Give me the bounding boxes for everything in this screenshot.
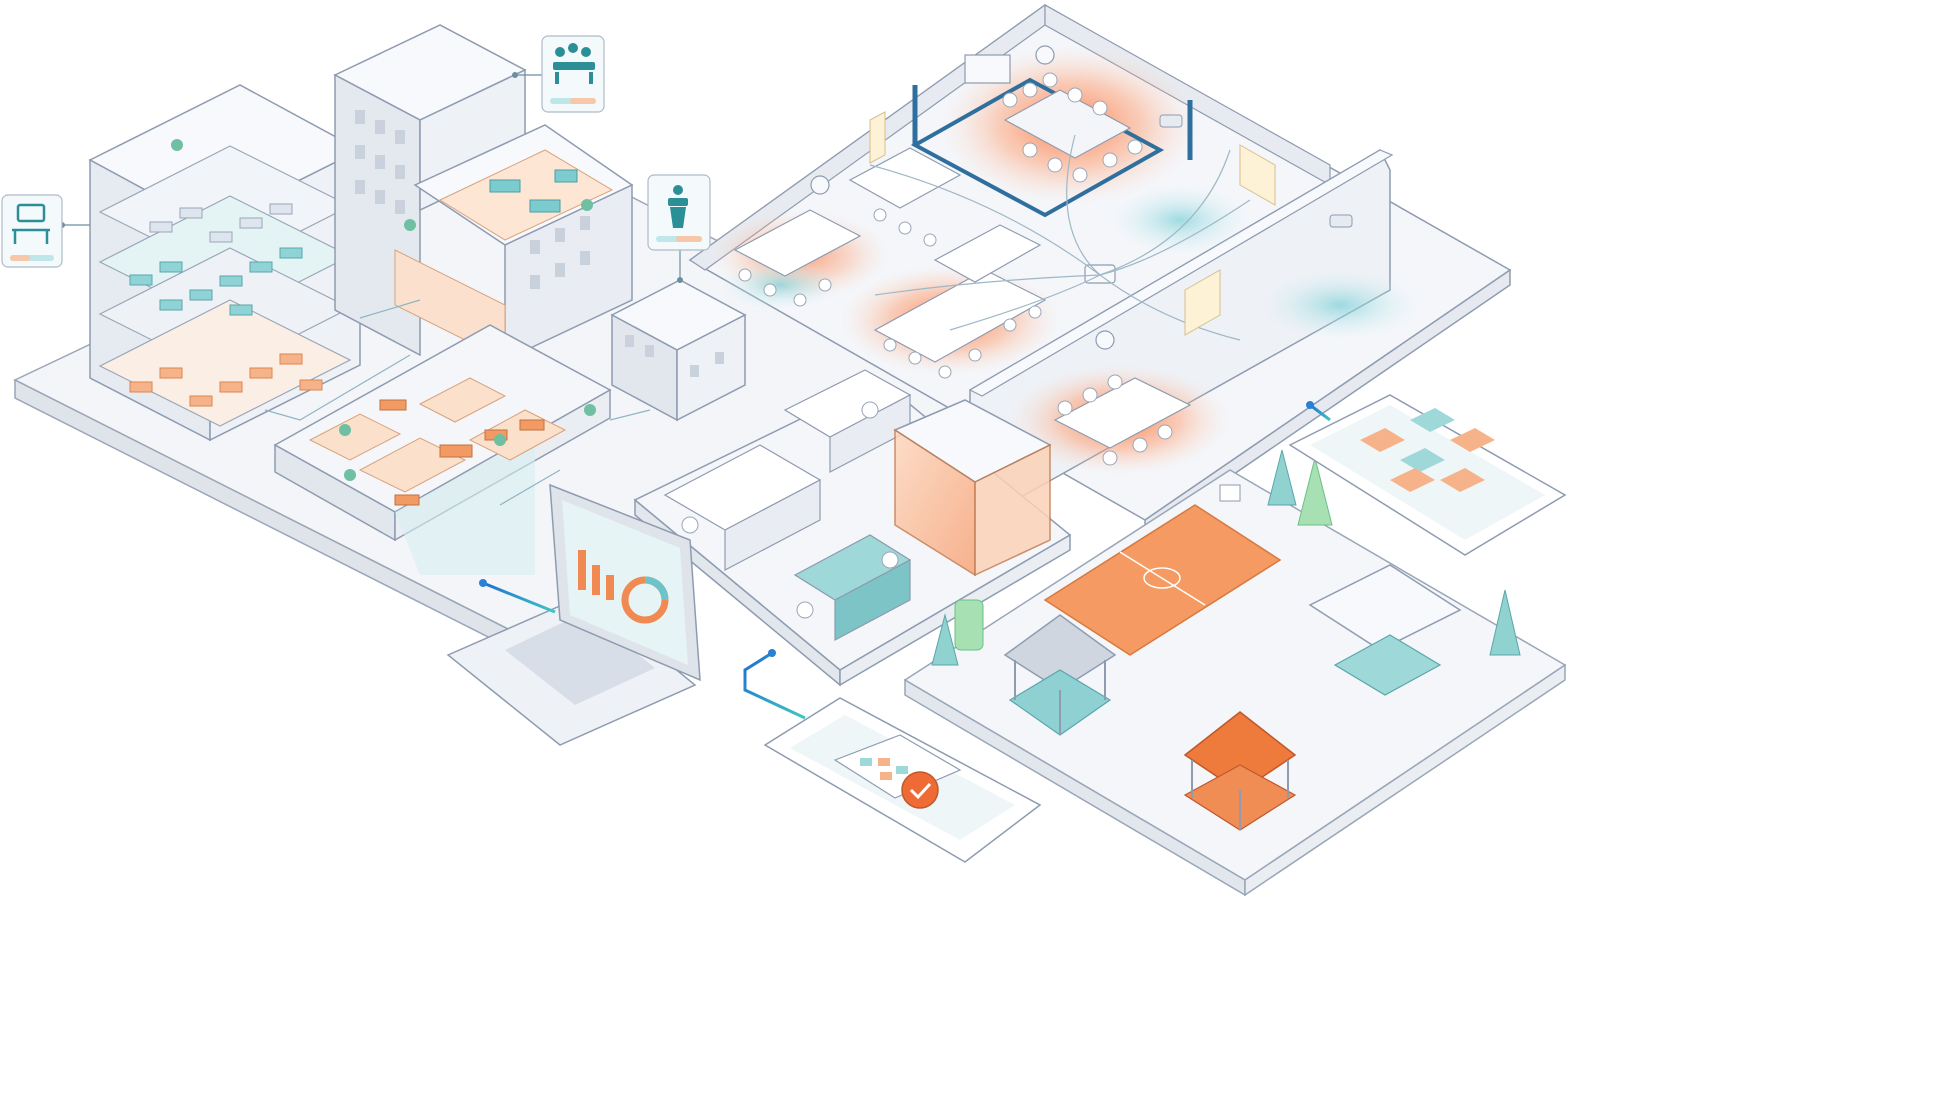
- annex-windows: [530, 216, 590, 289]
- device-connector-cables: [482, 403, 1331, 720]
- grey-desk-cluster: [149, 203, 293, 243]
- laptop-analytics-dashboard[interactable]: [446, 483, 701, 746]
- office-chairs: [738, 208, 1042, 379]
- open-plan-office-floor[interactable]: [688, 3, 1512, 537]
- callout-presenter[interactable]: [647, 174, 711, 283]
- desk-cluster-left[interactable]: [733, 147, 962, 277]
- basketball-court[interactable]: [1043, 484, 1282, 656]
- small-cube-building[interactable]: [610, 279, 747, 422]
- workstation-desk-icon: [12, 203, 50, 244]
- open-office-floor-lower[interactable]: [171, 139, 612, 575]
- callout-meeting-room[interactable]: [512, 35, 605, 113]
- corridor-heatmap: [1260, 270, 1420, 340]
- meeting-room-icon: [553, 43, 595, 84]
- desk-cluster-center[interactable]: [873, 224, 1047, 363]
- callout-workstation[interactable]: [1, 194, 90, 268]
- cable-nodes: [479, 401, 1314, 657]
- lounge-sofas: [489, 169, 578, 213]
- boardroom-screen: [964, 54, 1011, 84]
- floor-slabs: [98, 145, 352, 427]
- lower-office-rooms: [308, 377, 567, 493]
- phone-floorplan-heatmap[interactable]: [1288, 394, 1567, 556]
- lower-meeting-room[interactable]: [1010, 365, 1230, 475]
- check-icon: [901, 771, 939, 809]
- tower-windows: [355, 110, 405, 214]
- coworking-chairs: [681, 401, 899, 619]
- potted-plants: [171, 139, 596, 481]
- network-lines-left: [264, 299, 651, 506]
- tall-tower-building[interactable]: [333, 24, 634, 362]
- gazebo-grey[interactable]: [1003, 614, 1117, 736]
- boardroom-chairs: [1002, 72, 1143, 183]
- trees: [931, 449, 1521, 666]
- doors[interactable]: [869, 111, 1276, 336]
- heatmap-tiles: [1360, 408, 1495, 492]
- outdoor-dining-pavilion[interactable]: [1308, 564, 1462, 696]
- donut-chart-icon: [621, 576, 669, 624]
- coworking-desks[interactable]: [663, 369, 912, 641]
- bar-chart-icon: [578, 550, 614, 600]
- calendar-cells: [860, 758, 908, 780]
- sensor-network-lines: [869, 134, 1251, 341]
- hoop-icon: [1219, 484, 1241, 502]
- teal-desk-cluster: [129, 247, 303, 316]
- lower-office-furniture: [379, 399, 545, 506]
- boardroom[interactable]: [910, 54, 1193, 218]
- multi-floor-office-building[interactable]: [88, 84, 362, 442]
- phone-calendar-booking[interactable]: [763, 697, 1042, 863]
- presenter-podium-icon: [668, 185, 688, 228]
- hallway-heatmap: [1110, 185, 1250, 255]
- meeting-pod-glass[interactable]: [893, 399, 1052, 577]
- security-camera-icon: [1159, 114, 1353, 228]
- orange-desk-cluster: [129, 353, 323, 407]
- gazebo-orange[interactable]: [1183, 711, 1297, 831]
